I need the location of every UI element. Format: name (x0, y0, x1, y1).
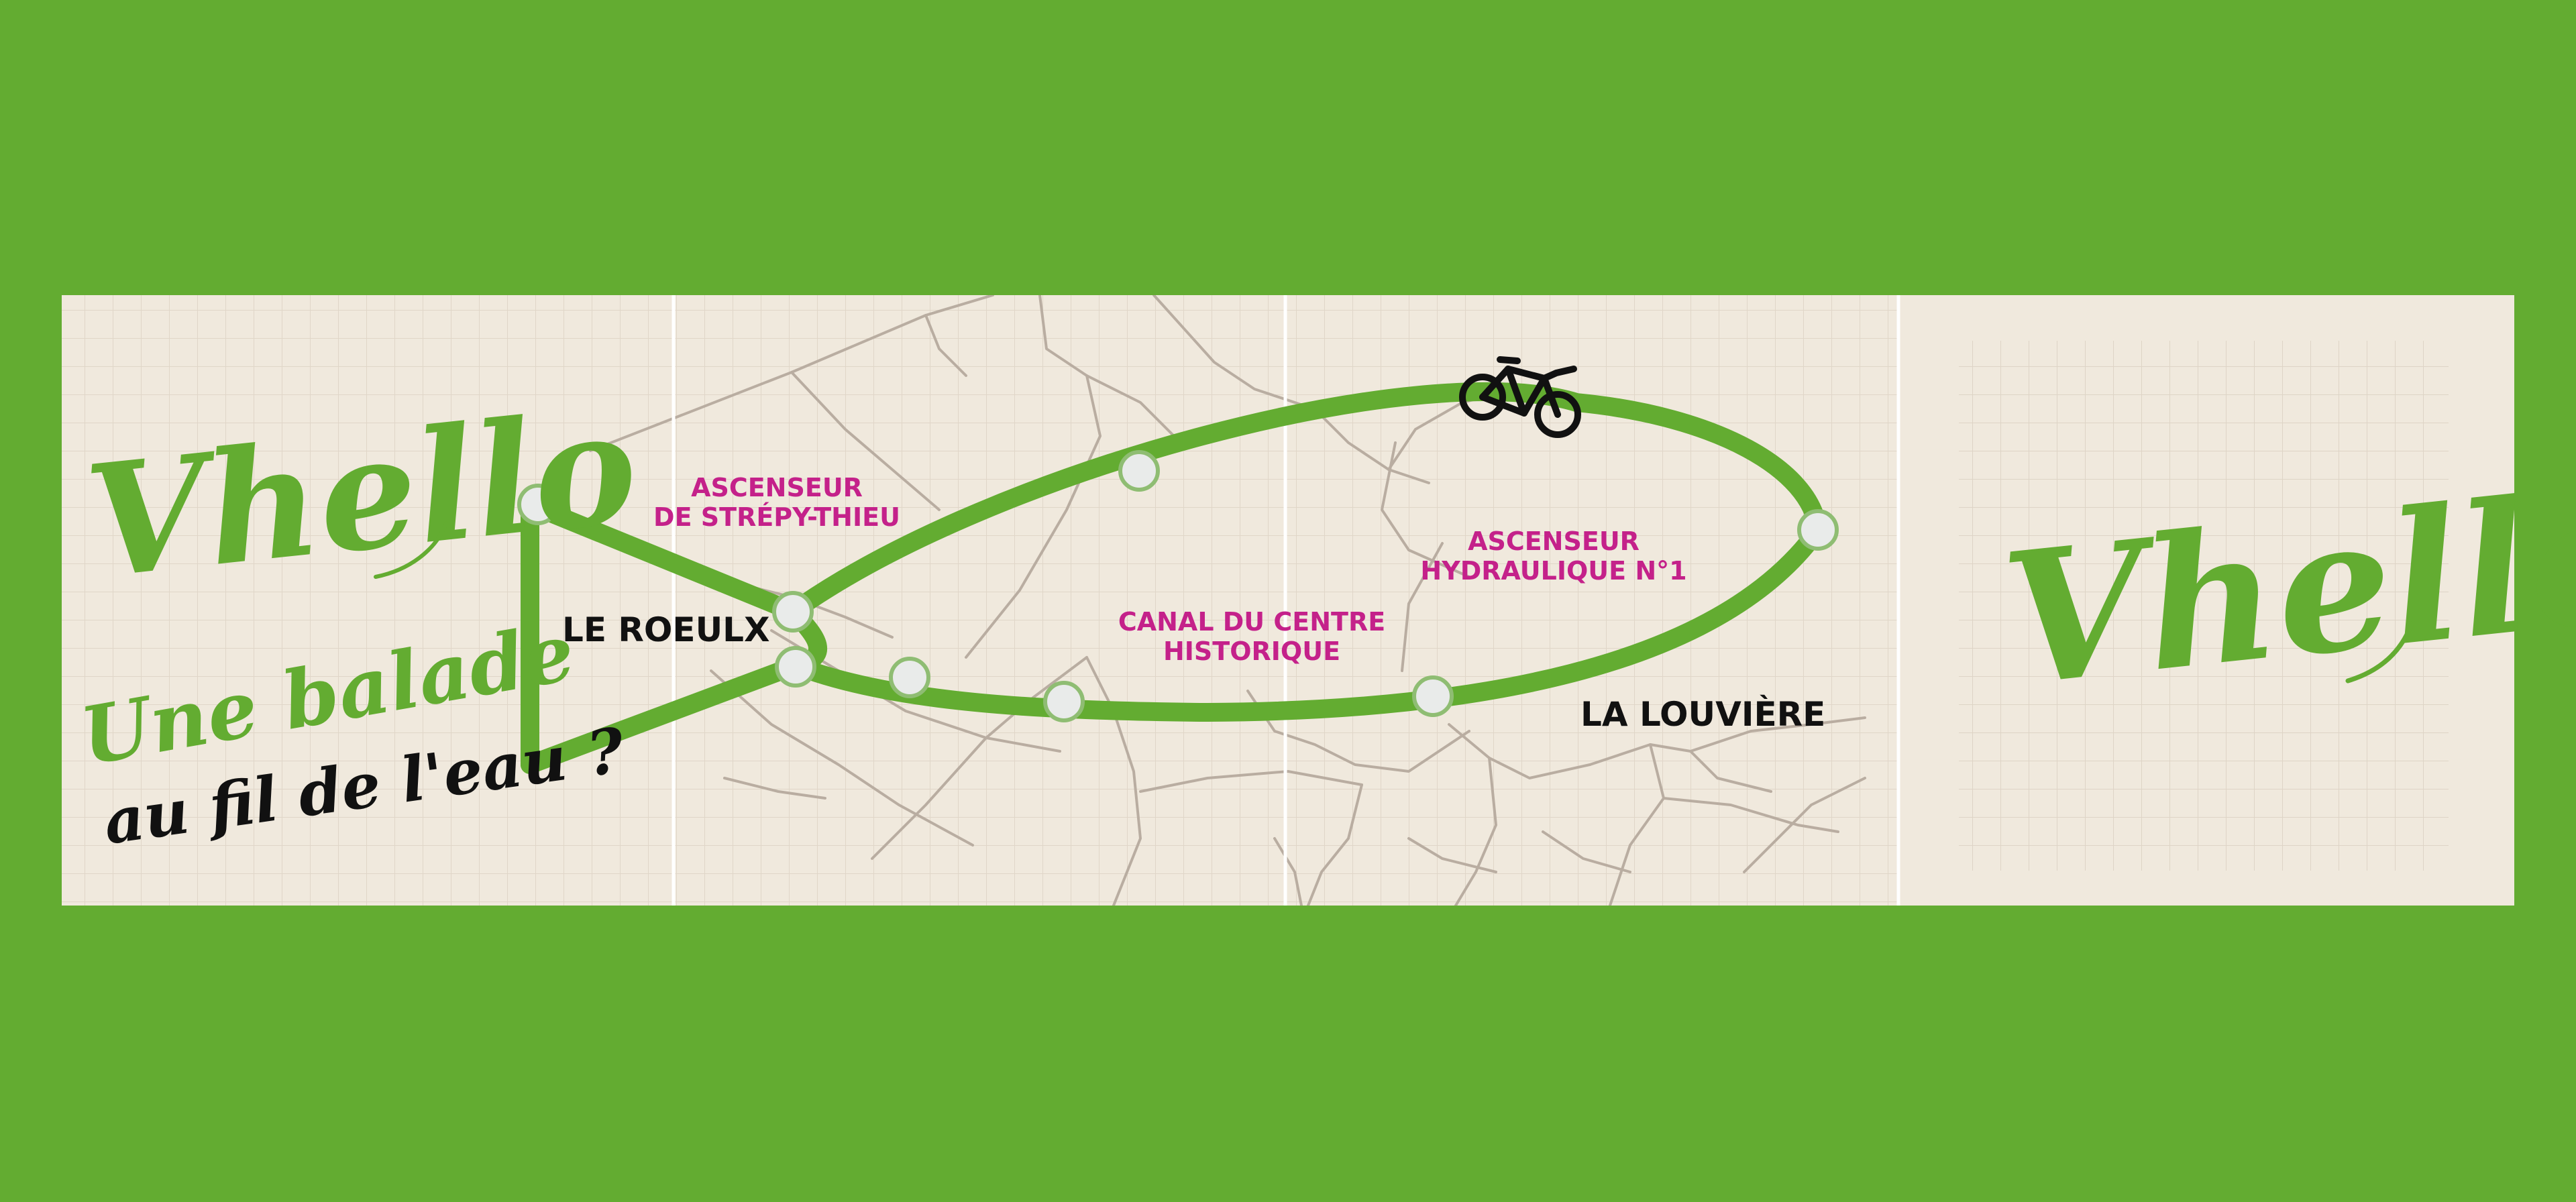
route-stop-icon[interactable] (772, 591, 814, 633)
route-stop-icon[interactable] (517, 484, 559, 525)
bicycle-icon (1459, 356, 1581, 438)
landmark-canal-line1: CANAL DU CENTRE (1118, 607, 1385, 637)
route-stop-icon[interactable] (1043, 681, 1085, 722)
landmark-strepy-line1: ASCENSEUR (691, 473, 863, 502)
landmark-hydraulique-line1: ASCENSEUR (1468, 527, 1640, 556)
landmark-canal-line2: HISTORIQUE (1163, 637, 1340, 666)
logo-panel-grid (1959, 341, 2449, 871)
landmark-hydraulique-line2: HYDRAULIQUE N°1 (1420, 556, 1686, 586)
route-stops (517, 450, 1839, 722)
panel-dividers (672, 295, 1900, 906)
landmark-strepy-line2: DE STRÉPY-THIEU (653, 502, 900, 532)
logo-swash-left (374, 521, 448, 579)
route-stop-icon[interactable] (1412, 675, 1454, 717)
route-stop-icon[interactable] (1118, 450, 1160, 492)
logo-swash-right (2345, 621, 2414, 684)
route-stop-icon[interactable] (889, 657, 930, 698)
route-stop-icon[interactable] (1797, 509, 1839, 551)
place-la-louviere: LA LOUVIÈRE (1580, 694, 1825, 734)
place-le-roeulx: LE ROEULX (562, 610, 770, 649)
route-stop-icon[interactable] (775, 646, 816, 688)
